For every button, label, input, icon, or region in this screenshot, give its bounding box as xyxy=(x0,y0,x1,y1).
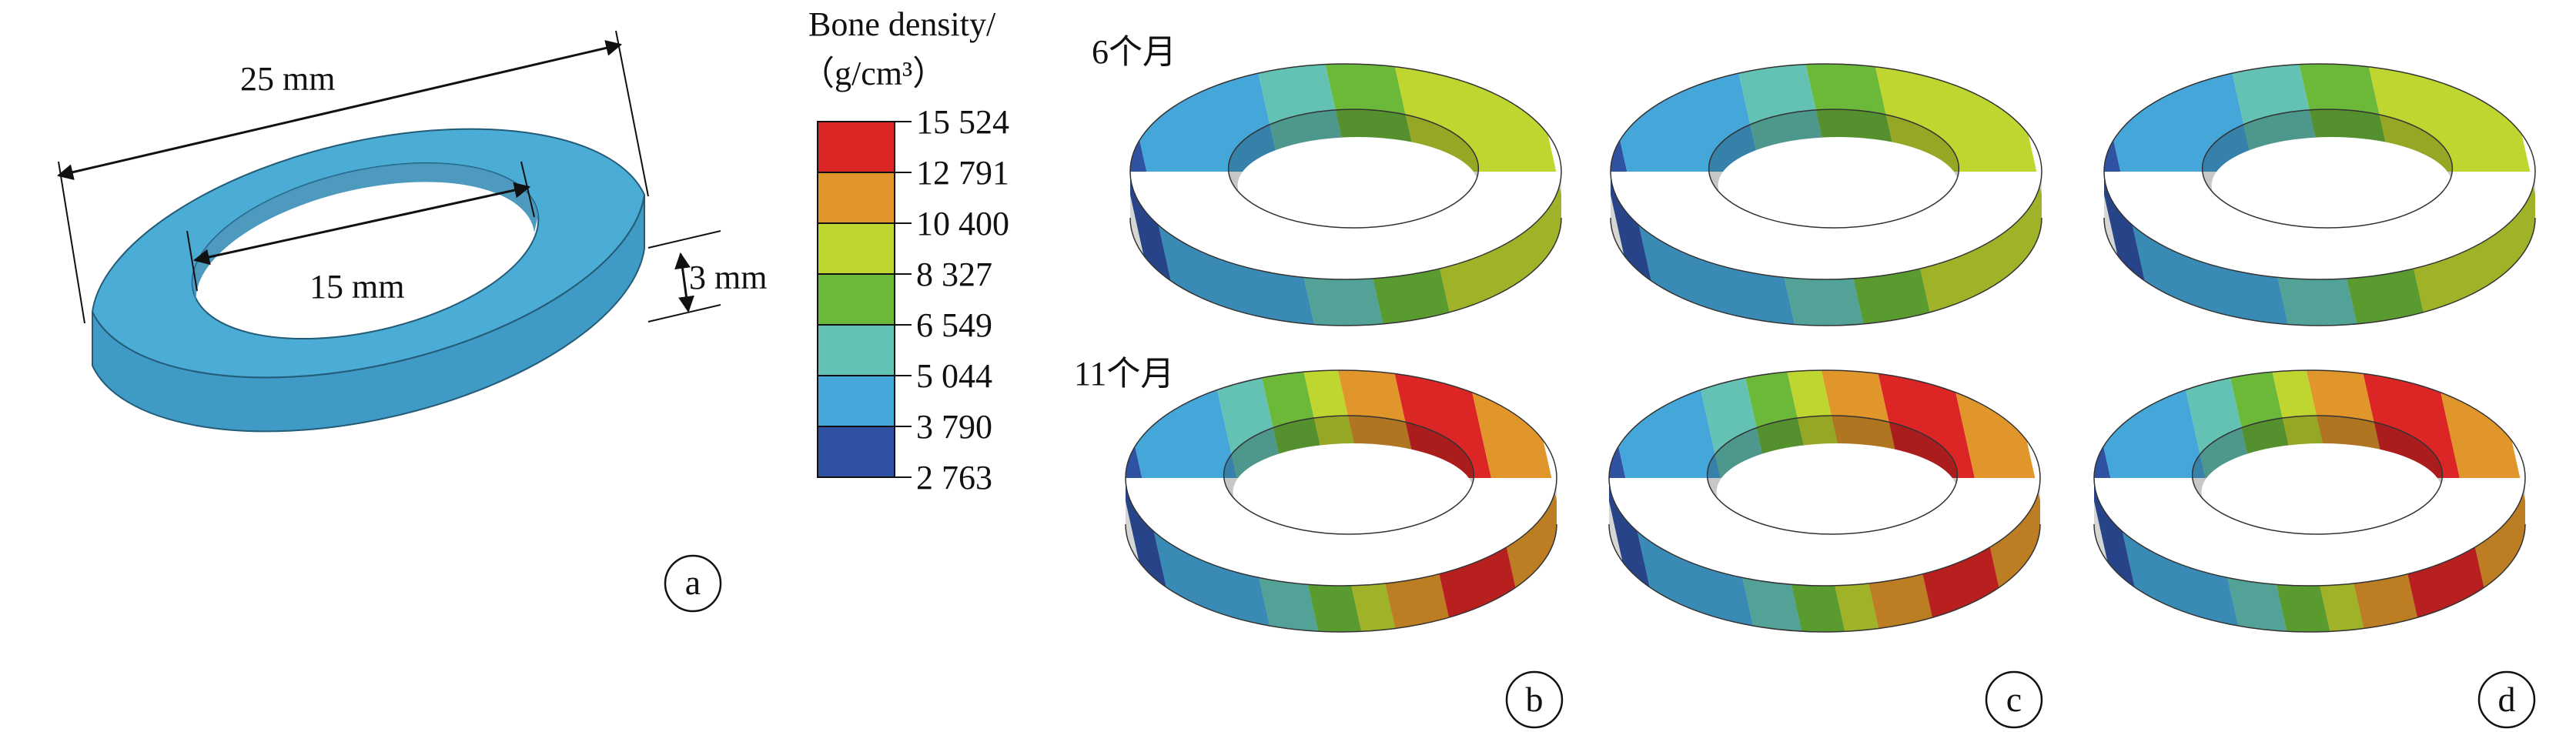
legend-swatch xyxy=(817,426,895,478)
ring-d-11-months xyxy=(2093,369,2526,633)
inner-diameter-label: 15 mm xyxy=(309,268,404,306)
ring-side-shading xyxy=(2094,478,2525,632)
inner-dim-ext-left xyxy=(186,230,198,292)
ring-hole-outline xyxy=(1706,415,1959,535)
legend: Bone density/ （g/cm³） 15 524 12 791 10 400… xyxy=(801,5,1009,496)
panel-c-label-group: c xyxy=(1985,670,2043,729)
ring-side-shading xyxy=(1611,172,2042,326)
thick-ext-top xyxy=(647,230,721,249)
outer-diameter-label: 25 mm xyxy=(240,60,335,98)
ring-top-outline xyxy=(1125,369,1557,587)
thickness-label: 3 mm xyxy=(689,259,767,296)
ring-hole xyxy=(1716,443,1958,540)
panel-b-label-group: b xyxy=(1505,670,1564,729)
ring-bottom-outline xyxy=(1608,523,2041,633)
thick-ext-bottom xyxy=(647,304,721,323)
ring-bottom-outline xyxy=(1125,523,1557,633)
density-band xyxy=(1611,64,1663,326)
ring-top-outline xyxy=(1608,369,2041,587)
density-rings xyxy=(1125,63,2536,633)
legend-swatch xyxy=(817,375,895,427)
ring-b-11-months xyxy=(1125,369,1557,633)
ring-bottom-outline xyxy=(2093,523,2526,633)
ring-b-6-months xyxy=(1129,63,1562,326)
ring-hole xyxy=(2201,443,2443,540)
panel-c-circle xyxy=(1985,670,2043,729)
ring-side-shading xyxy=(1609,478,2040,632)
ring-d-6-months xyxy=(2103,63,2536,326)
thickness-dim-line xyxy=(674,252,694,313)
density-band xyxy=(2104,64,2156,326)
panel-d-label: d xyxy=(2498,680,2516,719)
panel-b-circle xyxy=(1505,670,1564,729)
ring-hole-outline xyxy=(2191,415,2444,535)
ring-c-6-months xyxy=(1610,63,2042,326)
legend-tick-label: 15 524 xyxy=(916,103,1009,141)
panel-a-circle xyxy=(664,554,722,613)
ring-top-outline xyxy=(2103,63,2536,280)
legend-tick-label: 8 327 xyxy=(916,256,992,293)
legend-swatch xyxy=(817,324,895,376)
legend-swatch xyxy=(817,222,895,275)
ring-hole xyxy=(2211,137,2453,234)
panel-a: 25 mm 15 mm 3 mm a xyxy=(56,30,767,613)
legend-title-line2: （g/cm³） xyxy=(801,55,946,92)
ring-side-shading xyxy=(1126,478,1557,632)
ring-hole-outline xyxy=(1708,109,1960,229)
ring-top-outline xyxy=(2093,369,2526,587)
ring-side-shading xyxy=(2104,172,2535,326)
legend-swatch xyxy=(817,172,895,224)
ring-bottom-outline xyxy=(1129,217,1562,326)
panel-d-circle xyxy=(2477,670,2536,729)
legend-tick-label: 12 791 xyxy=(916,154,1009,192)
panel-b-label: b xyxy=(1526,680,1544,719)
ring-c-11-months xyxy=(1608,369,2041,633)
panel-a-label: a xyxy=(685,563,701,602)
legend-tick-label: 3 790 xyxy=(916,408,992,446)
ring-hole xyxy=(1237,137,1479,234)
legend-swatch xyxy=(817,121,895,173)
outer-dim-line xyxy=(56,40,623,180)
legend-title-line1: Bone density/ xyxy=(808,5,996,43)
ring-hole-outline xyxy=(1223,415,1475,535)
ring-hole xyxy=(1718,137,1959,234)
ring-hole-outline xyxy=(1227,109,1480,229)
legend-tick-label: 5 044 xyxy=(916,357,992,395)
density-band xyxy=(1126,370,1178,632)
legend-tick-label: 6 549 xyxy=(916,306,992,344)
density-band xyxy=(1609,370,1661,632)
density-band xyxy=(2094,370,2146,632)
density-band xyxy=(1130,64,1183,326)
legend-tick-label: 10 400 xyxy=(916,205,1009,242)
ring-hole-outline xyxy=(2201,109,2454,229)
legend-tick-label: 2 763 xyxy=(916,459,992,496)
ring-bottom-outline xyxy=(2103,217,2536,326)
legend-swatch xyxy=(817,273,895,326)
panel-d-label-group: d xyxy=(2477,670,2536,729)
ring-hole xyxy=(1233,443,1474,540)
inner-dim-line xyxy=(192,182,531,266)
ring-top-outline xyxy=(1610,63,2042,280)
ring-bottom-outline xyxy=(1610,217,2042,326)
row-label-11-months: 11个月 xyxy=(1074,355,1174,393)
ring-top-outline xyxy=(1129,63,1562,280)
ring-side-shading xyxy=(1130,172,1561,326)
panel-c-label: c xyxy=(2006,680,2022,719)
row-label-6-months: 6个月 xyxy=(1092,33,1176,71)
outer-dim-ext-left xyxy=(58,161,85,324)
